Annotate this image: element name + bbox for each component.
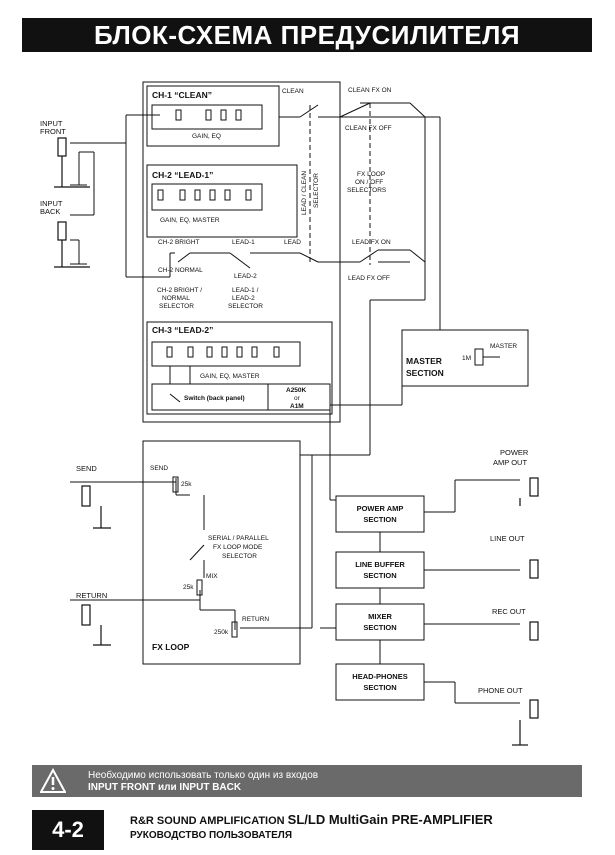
linebuffer-section-2: SECTION (363, 571, 396, 580)
input-front-jack (54, 137, 90, 188)
power-out-label-2: AMP OUT (493, 458, 527, 467)
lead1-label: LEAD-1 (232, 239, 255, 246)
ch2-normal-label: CH-2 NORMAL (158, 267, 203, 274)
rec-out-jack (529, 621, 539, 641)
input-back-jack (54, 221, 90, 268)
footer-manual: РУКОВОДСТВО ПОЛЬЗОВАТЕЛЯ (130, 830, 293, 841)
mixer-section-2: SECTION (363, 623, 396, 632)
lead-selector-3: SELECTOR (228, 303, 263, 310)
input-front-label-2: FRONT (40, 127, 66, 136)
headphones-section-1: HEAD-PHONES (352, 672, 407, 681)
phone-out-label: PHONE OUT (478, 686, 523, 695)
power-out-label-1: POWER (500, 448, 529, 457)
fx-selectors-1: FX LOOP (357, 171, 385, 178)
mix-pot-value: 25k (183, 584, 194, 591)
ch2-title: CH-2 “LEAD-1” (152, 170, 213, 180)
warning-text-line2: INPUT FRONT или INPUT BACK (88, 782, 242, 793)
return-small-label: RETURN (242, 616, 269, 623)
warning-banner: Необходимо использовать только один из в… (32, 765, 582, 797)
master-pot-label: MASTER (490, 343, 517, 350)
fx-selectors-3: SELECTORS (347, 187, 387, 194)
clean-fx-off-label: CLEAN FX OFF (345, 125, 392, 132)
lead-clean-selector-1: LEAD / CLEAN (301, 171, 308, 215)
ch3-block (146, 321, 333, 415)
ch3-pot-1: A250K (286, 387, 307, 394)
lead-selector-1: LEAD-1 / (232, 287, 259, 294)
bright-selector-3: SELECTOR (159, 303, 194, 310)
footer-title: R&R SOUND AMPLIFICATION SL/LD MultiGain … (130, 812, 493, 827)
bright-selector-2: NORMAL (162, 295, 190, 302)
rec-out-label: REC OUT (492, 607, 526, 616)
line-out-jack (529, 559, 539, 579)
lead-fx-on-label: LEAD FX ON (352, 239, 391, 246)
return-jack (81, 604, 111, 646)
power-amp-section-block (335, 495, 425, 533)
serial-selector-3: SELECTOR (222, 553, 257, 560)
preamp-block (142, 81, 341, 423)
ch3-controls (151, 341, 301, 367)
send-label: SEND (76, 464, 97, 473)
lead-selector-2: LEAD-2 (232, 295, 255, 302)
lead-label: LEAD (284, 239, 301, 246)
fx-selectors-2: ON / OFF (355, 179, 383, 186)
page-title: БЛОК-СХЕМА ПРЕДУСИЛИТЕЛЯ (22, 18, 592, 52)
ch3-caption: GAIN, EQ, MASTER (200, 373, 260, 380)
ch3-switch-box (151, 383, 331, 411)
lead2-label: LEAD-2 (234, 273, 257, 280)
return-pot-value: 250k (214, 629, 229, 636)
warning-text-line1: Необходимо использовать только один из в… (88, 770, 319, 781)
send-jack (81, 485, 111, 529)
ch2-caption: GAIN, EQ, MASTER (160, 217, 220, 224)
input-back-label-1: INPUT (40, 199, 63, 208)
serial-selector-2: FX LOOP MODE (213, 544, 263, 551)
master-section-block (401, 329, 529, 387)
mixer-section-block (335, 603, 425, 641)
headphones-section-block (335, 663, 425, 701)
ch2-controls (151, 183, 263, 211)
serial-selector-1: SERIAL / PARALLEL (208, 535, 269, 542)
page-number: 4-2 (32, 810, 104, 850)
footer-brand: R&R SOUND AMPLIFICATION (130, 815, 285, 827)
return-label: RETURN (76, 591, 107, 600)
clean-fx-on-label: CLEAN FX ON (348, 87, 392, 94)
line-out-label: LINE OUT (490, 534, 525, 543)
ch3-switch-label: Switch (back panel) (184, 395, 245, 402)
line-buffer-section-block (335, 551, 425, 589)
fxloop-title: FX LOOP (152, 642, 190, 652)
phone-out-jack (512, 699, 539, 746)
mix-label: MIX (206, 573, 218, 580)
master-pot-value: 1M (462, 355, 471, 362)
ch3-pot-2: or (294, 395, 301, 402)
ch2-block (146, 164, 298, 238)
headphones-section-2: SECTION (363, 683, 396, 692)
warning-icon (40, 768, 66, 793)
fxloop-block (142, 440, 301, 665)
power-section-1: POWER AMP (357, 504, 404, 513)
lead-clean-selector-2: SELECTOR (313, 173, 320, 208)
clean-label: CLEAN (282, 88, 304, 95)
ch2-bright-label: CH-2 BRIGHT (158, 239, 200, 246)
master-title-1: MASTER (406, 356, 442, 366)
send-small-label: SEND (150, 465, 168, 472)
input-front-label-1: INPUT (40, 119, 63, 128)
lead-fx-off-label: LEAD FX OFF (348, 275, 390, 282)
mixer-section-1: MIXER (368, 612, 392, 621)
bright-selector-1: CH-2 BRIGHT / (157, 287, 202, 294)
linebuffer-section-1: LINE BUFFER (355, 560, 405, 569)
ch1-title: CH-1 “CLEAN” (152, 90, 212, 100)
ch1-block (146, 85, 280, 147)
footer-model: SL/LD MultiGain PRE-AMPLIFIER (287, 812, 493, 827)
ch3-title: CH-3 “LEAD-2” (152, 325, 213, 335)
power-amp-out-jack (519, 477, 539, 506)
power-section-2: SECTION (363, 515, 396, 524)
ch3-pot-3: A1M (290, 403, 304, 410)
ch1-caption: GAIN, EQ (192, 133, 221, 140)
input-back-label-2: BACK (40, 207, 60, 216)
ch1-controls (151, 104, 263, 130)
send-pot-value: 25k (181, 481, 192, 488)
master-title-2: SECTION (406, 368, 444, 378)
